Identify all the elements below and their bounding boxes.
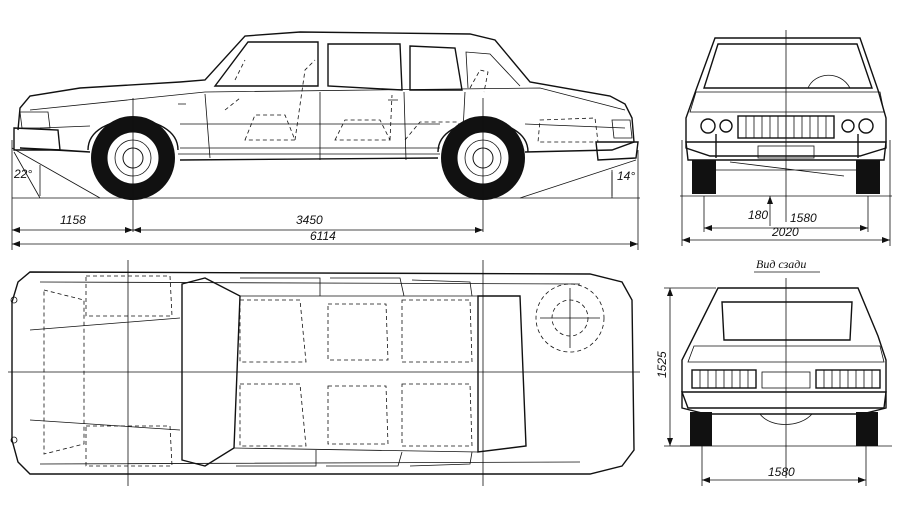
dim-overall-width: 2020	[771, 225, 799, 239]
dim-approach-angle: 22°	[13, 167, 32, 181]
rear-view	[664, 271, 892, 486]
side-view	[11, 31, 640, 250]
dim-departure-angle: 14°	[617, 169, 635, 183]
dim-wheelbase: 3450	[296, 213, 323, 227]
dim-overall-length: 6114	[310, 229, 336, 243]
dim-ground-clearance: 180	[748, 208, 768, 222]
dim-front-track: 1580	[790, 211, 817, 225]
dim-front-overhang: 1158	[60, 213, 86, 227]
dim-rear-track: 1580	[768, 465, 795, 479]
top-view	[8, 260, 640, 486]
rear-view-label: Вид сзади	[756, 257, 806, 271]
front-view	[680, 30, 892, 246]
dim-height: 1525	[655, 351, 669, 378]
